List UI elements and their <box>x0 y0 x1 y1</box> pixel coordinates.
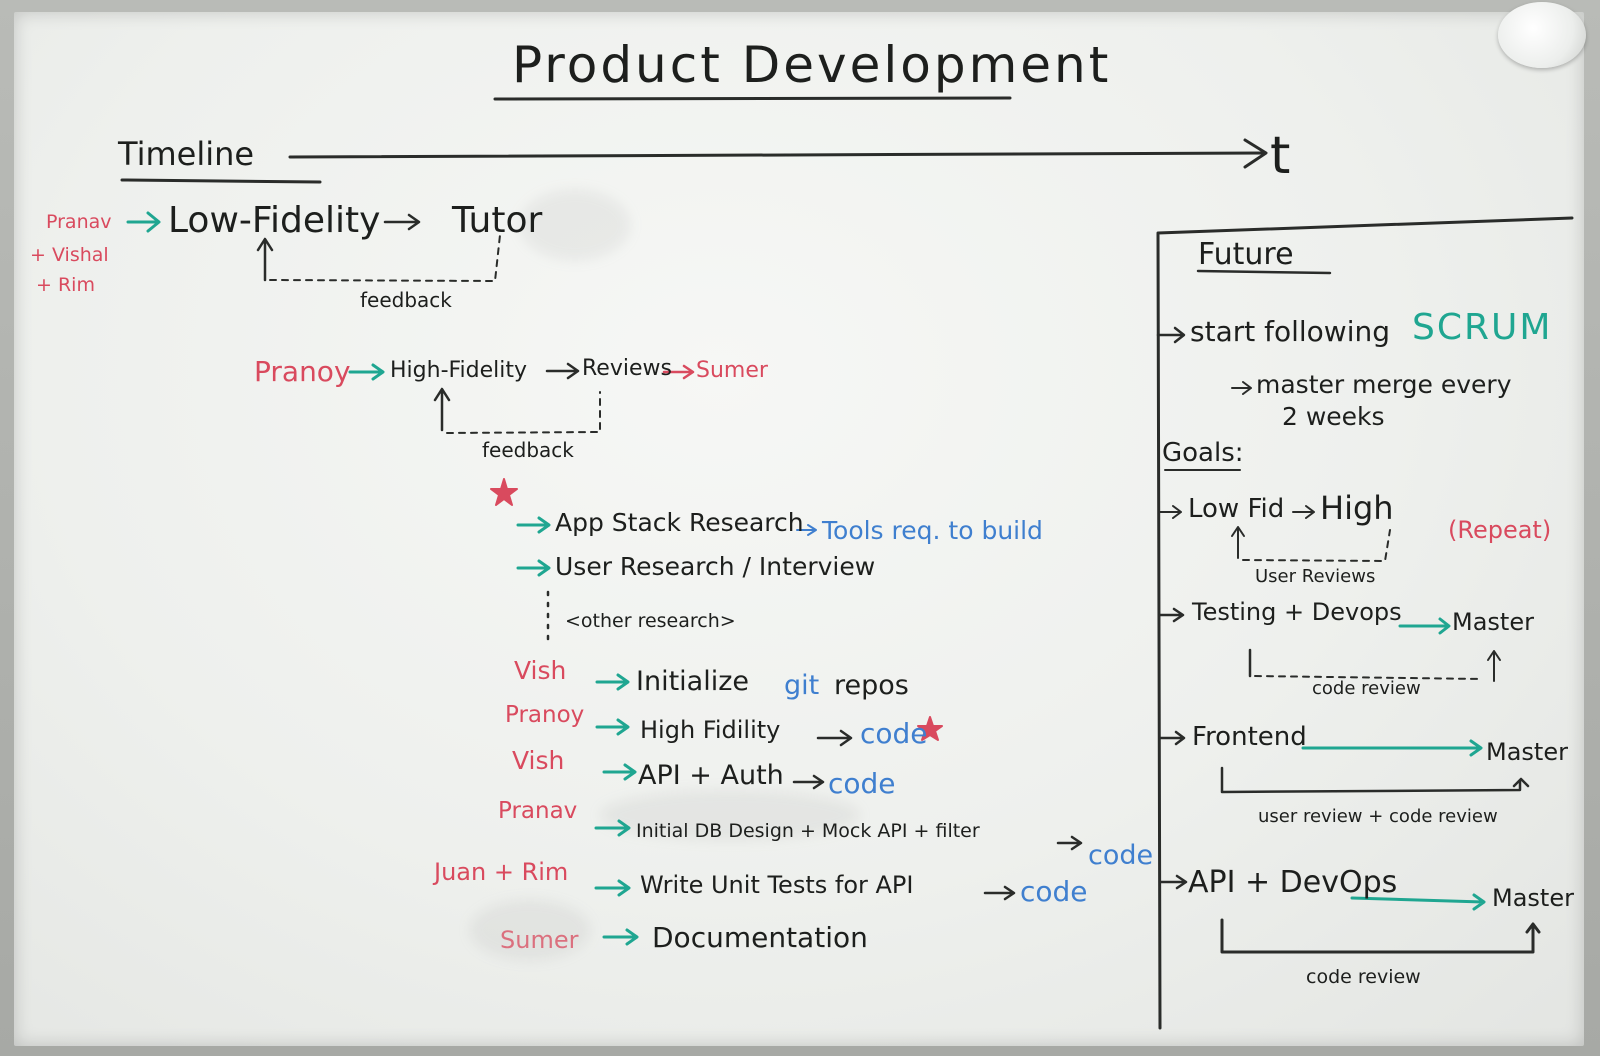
person-label: + Vishal <box>30 244 109 266</box>
task-person: Vish <box>514 656 567 685</box>
task-person: Pranav <box>498 798 578 824</box>
goal1-high: High <box>1320 489 1394 527</box>
time-axis-label: t <box>1270 126 1291 186</box>
timeline-label: Timeline <box>118 135 255 173</box>
task-code: code <box>1088 840 1154 871</box>
task-person: Juan + Rim <box>434 858 569 886</box>
feedback-label: feedback <box>482 438 574 462</box>
task-code: code <box>1020 875 1088 908</box>
task-tech: git <box>784 670 820 701</box>
eraser-smudge <box>520 190 630 260</box>
goal3-a: Frontend <box>1192 722 1307 752</box>
task-code: code <box>860 717 928 750</box>
task-label: Initialize <box>636 666 749 697</box>
person-label: + Rim <box>36 274 95 296</box>
eraser-smudge <box>470 900 590 960</box>
task-label: Write Unit Tests for API <box>640 871 914 899</box>
person-label: Pranoy <box>254 355 351 388</box>
goal4-sub: code review <box>1306 966 1421 988</box>
eraser-smudge <box>600 790 860 840</box>
task-rest: repos <box>834 670 909 701</box>
task-person: Vish <box>512 746 565 775</box>
goal2-a: Testing + Devops <box>1192 598 1402 626</box>
future-title: Future <box>1198 237 1294 272</box>
tutor-label: Tutor <box>452 200 543 241</box>
future-start: start following <box>1190 315 1390 348</box>
reviews-label: Reviews <box>582 356 672 381</box>
user-research: User Research / Interview <box>555 552 876 581</box>
future-goals: Goals: <box>1162 438 1244 468</box>
task-person: Pranoy <box>505 702 585 728</box>
task-code: code <box>828 767 896 800</box>
goal1-repeat: (Repeat) <box>1448 516 1552 544</box>
goal2-sub: code review <box>1312 678 1421 699</box>
future-merge: master merge every <box>1256 370 1512 399</box>
goal4-b: Master <box>1492 884 1574 912</box>
future-weeks: 2 weeks <box>1282 402 1385 431</box>
goal3-sub: user review + code review <box>1258 806 1498 827</box>
task-label: API + Auth <box>638 760 784 791</box>
goal3-b: Master <box>1486 738 1568 766</box>
goal1-sub: User Reviews <box>1255 566 1376 587</box>
future-scrum: SCRUM <box>1412 307 1553 348</box>
goal1-low: Low Fid <box>1188 494 1285 524</box>
person-label: Pranav <box>46 211 112 233</box>
feedback-label: feedback <box>360 288 452 312</box>
goal2-b: Master <box>1452 608 1534 636</box>
task-label: Documentation <box>652 921 868 954</box>
low-fidelity-label: Low-Fidelity <box>168 200 381 241</box>
task-label: High Fidility <box>640 716 781 744</box>
goal4-a: API + DevOps <box>1188 865 1398 900</box>
task-label: Initial DB Design + Mock API + filter <box>636 820 980 842</box>
app-stack-research: App Stack Research <box>555 508 804 537</box>
high-fidelity-label: High-Fidelity <box>390 358 528 383</box>
tools-required: Tools req. to build <box>822 516 1043 545</box>
other-research: <other research> <box>565 610 736 632</box>
board-title: Product Development <box>512 36 1112 94</box>
magnet <box>1498 2 1586 68</box>
reviewer-label: Sumer <box>696 358 768 383</box>
task-person: Sumer <box>500 926 579 954</box>
